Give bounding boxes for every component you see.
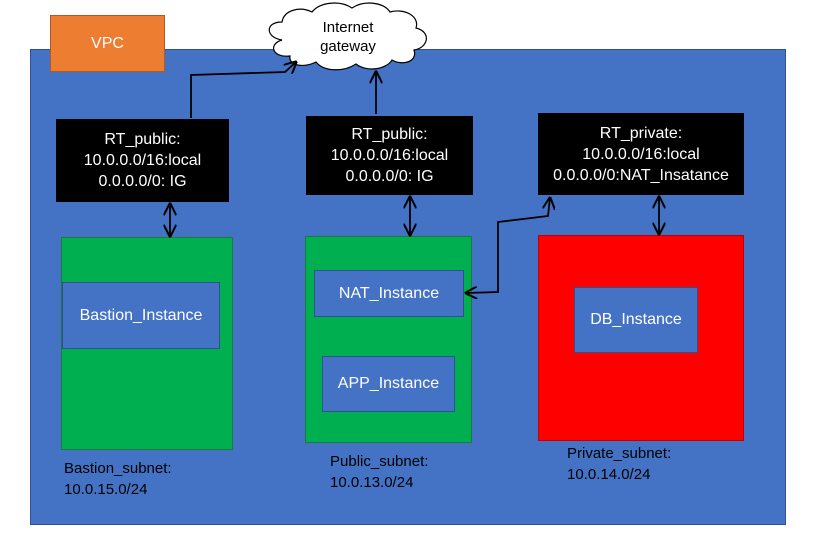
route-table-private[interactable]: RT_private: 10.0.0.0/16:local 0.0.0.0/0:…	[538, 113, 744, 195]
route-table-title: RT_private:	[599, 124, 683, 142]
bastion-instance[interactable]: Bastion_Instance	[62, 282, 220, 349]
subnet-cidr: 10.0.13.0/24	[330, 474, 414, 491]
rt-private-to-nat-arrow	[466, 198, 550, 293]
subnet-cidr: 10.0.14.0/24	[567, 466, 651, 483]
subnet-name: Private_subnet:	[567, 445, 672, 462]
app-instance[interactable]: APP_Instance	[322, 356, 455, 412]
public-subnet-caption: Public_subnet: 10.0.13.0/24	[330, 451, 428, 493]
nat-instance[interactable]: NAT_Instance	[314, 270, 464, 317]
route-table-route: 10.0.0.0/16:local	[330, 147, 449, 164]
rt-public-bastion-to-igw-arrow	[190, 62, 296, 118]
subnet-cidr: 10.0.15.0/24	[64, 481, 148, 498]
internet-gateway-cloud-icon[interactable]	[268, 2, 427, 71]
igw-label-line: gateway	[320, 38, 376, 55]
route-table-route: 10.0.0.0/16:local	[582, 145, 700, 163]
route-table-title: RT_public:	[104, 131, 181, 148]
route-table-public[interactable]: RT_public: 10.0.0.0/16:local 0.0.0.0/0: …	[306, 116, 473, 195]
route-table-title: RT_public:	[351, 126, 428, 143]
db-instance[interactable]: DB_Instance	[574, 287, 698, 353]
subnet-name: Public_subnet:	[330, 453, 429, 470]
subnet-name: Bastion_subnet:	[64, 460, 172, 477]
route-table-route: 0.0.0.0/0: IG	[98, 173, 187, 190]
private-subnet-caption: Private_subnet: 10.0.14.0/24	[567, 443, 671, 485]
route-table-route: 0.0.0.0/0: IG	[345, 168, 434, 185]
route-table-route: 10.0.0.0/16:local	[83, 152, 202, 169]
vpc-label: VPC	[50, 15, 165, 72]
route-table-public-bastion[interactable]: RT_public: 10.0.0.0/16:local 0.0.0.0/0: …	[56, 119, 229, 202]
igw-label-line: Internet	[322, 19, 374, 36]
bastion-subnet-caption: Bastion_subnet: 10.0.15.0/24	[64, 458, 172, 500]
internet-gateway-label: Internet gateway	[296, 18, 400, 56]
route-table-route: 0.0.0.0/0:NAT_Insatance	[553, 166, 729, 184]
